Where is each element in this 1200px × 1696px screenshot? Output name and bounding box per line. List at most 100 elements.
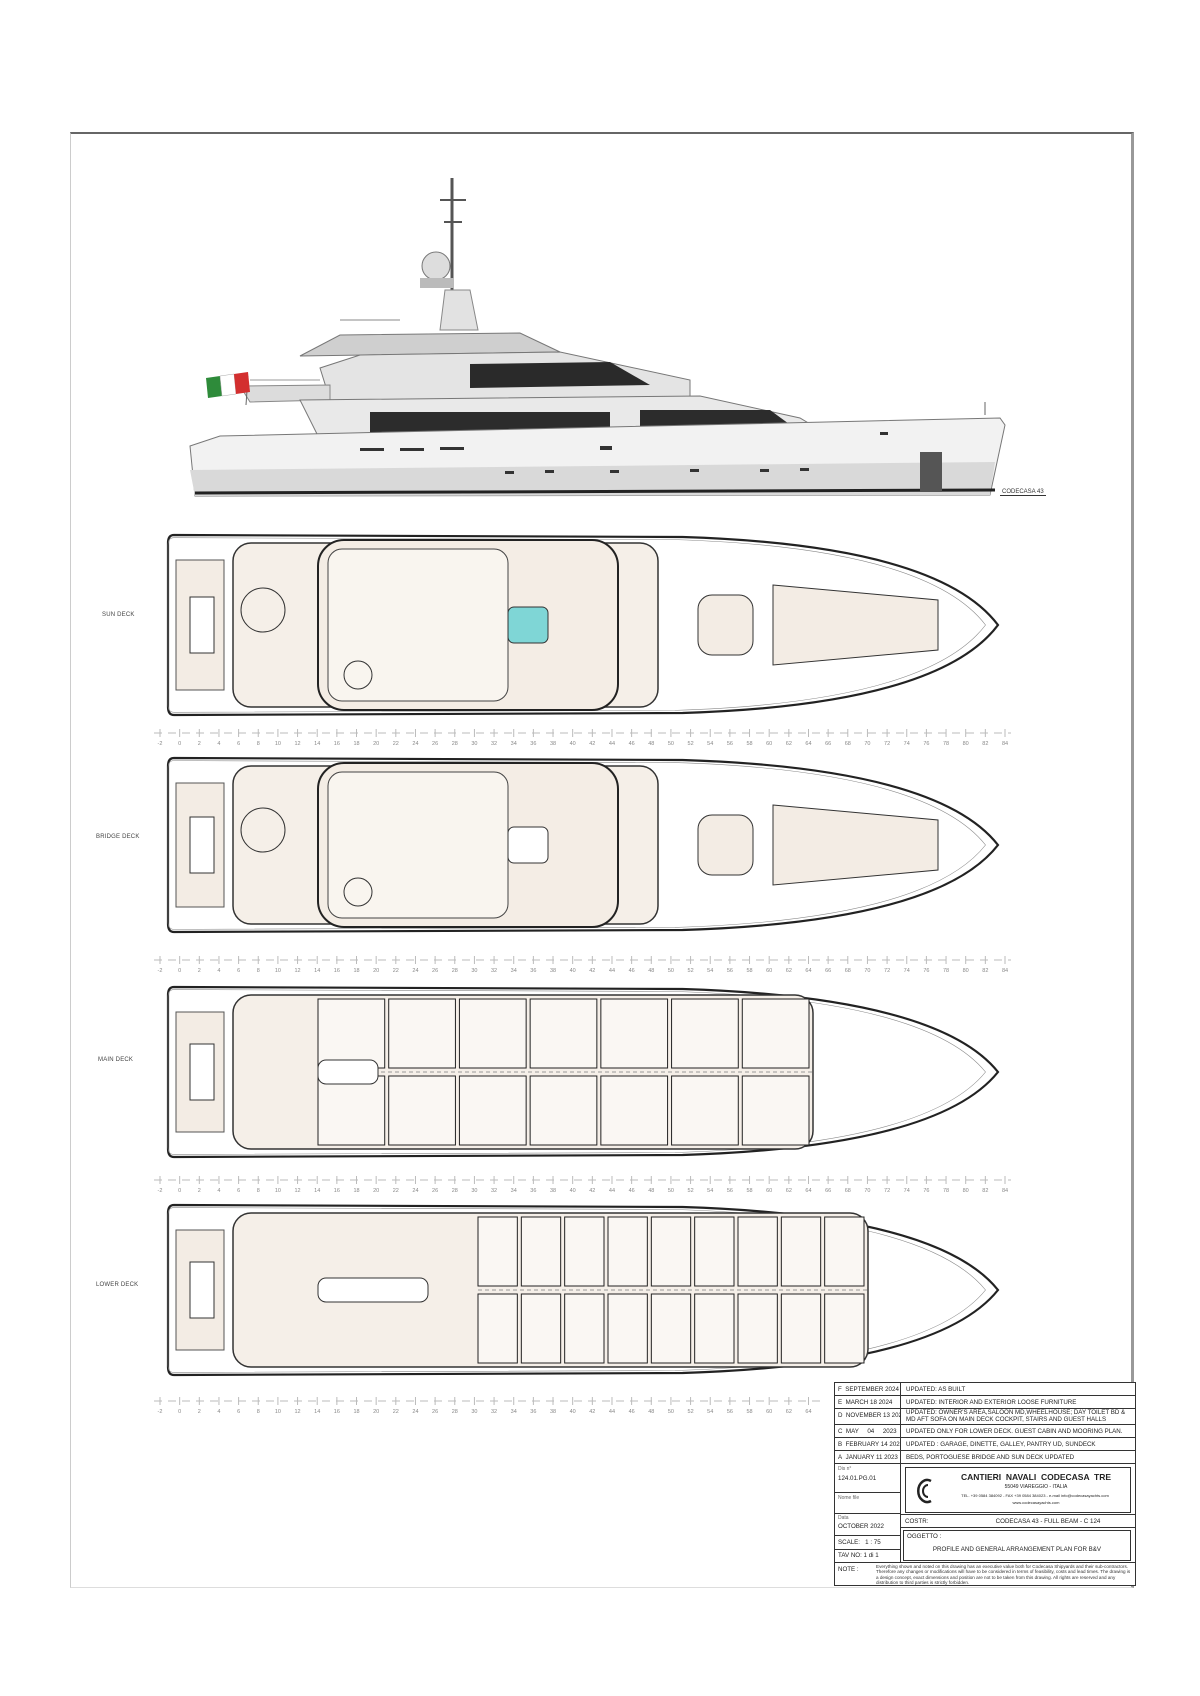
frame-tick-label: 68 [845, 741, 851, 747]
lower-deck-plan [166, 1203, 1000, 1377]
note-row: NOTE : Everything shown and noted on thi… [835, 1562, 1135, 1586]
boot-top [194, 488, 996, 495]
bridge-deck-plan [166, 756, 1000, 934]
radar-dome [421, 251, 451, 281]
frame-tick-label: 76 [923, 741, 929, 747]
revision-date-value: JANUARY 11 2023 [845, 1454, 898, 1461]
drawing-date: Data OCTOBER 2022 [835, 1514, 901, 1536]
frame-tick-label: 78 [943, 741, 949, 747]
frame-tick-label: 34 [511, 1409, 517, 1415]
cabin [520, 1293, 562, 1364]
frame-tick-label: 64 [805, 1188, 811, 1194]
drawing-number-value: 124.01.PG.01 [838, 1475, 877, 1482]
frame-tick-label: 62 [786, 1409, 792, 1415]
drawing-scale: SCALE: 1 : 75 [835, 1536, 901, 1550]
frame-tick-label: 56 [727, 968, 733, 974]
frame-tick-label: 62 [786, 968, 792, 974]
frame-tick-label: 30 [471, 1409, 477, 1415]
drawing-number-label: Dis n° [838, 1466, 852, 1472]
frame-tick-label: 58 [746, 1188, 752, 1194]
frame-tick-label: 0 [178, 1188, 181, 1194]
frame-tick-label: 84 [1002, 1188, 1008, 1194]
frame-tick-label: 0 [178, 1409, 181, 1415]
revision-date-value: MAY 04 2023 [845, 1428, 897, 1435]
frame-tick-label: 62 [786, 741, 792, 747]
flag-stripe [219, 373, 237, 397]
frame-tick-label: 26 [432, 1409, 438, 1415]
frame-tick-label: 64 [805, 741, 811, 747]
cabin [824, 1293, 865, 1364]
frame-tick-label: 6 [237, 968, 240, 974]
cabin [317, 1075, 386, 1146]
frame-tick-label: 60 [766, 741, 772, 747]
cabin [458, 998, 527, 1069]
cabin [694, 1293, 735, 1364]
frame-tick-label: 4 [217, 1188, 220, 1194]
cabin [477, 1216, 518, 1287]
frame-tick-label: 60 [766, 1188, 772, 1194]
revision-date: C MAY 04 2023 [835, 1425, 901, 1437]
frame-tick-label: 44 [609, 1188, 615, 1194]
codecasa-logo-icon [917, 1478, 932, 1504]
frame-tick-label: 84 [1002, 741, 1008, 747]
frame-tick-label: 8 [257, 741, 260, 747]
flag-stripe [234, 372, 250, 394]
cabin [388, 998, 456, 1069]
frame-tick-label: 32 [491, 741, 497, 747]
frame-tick-label: 60 [766, 968, 772, 974]
frame-tick-label: 12 [294, 1409, 300, 1415]
revision-date: E MARCH 18 2024 [835, 1396, 901, 1408]
frame-tick-label: 48 [648, 1188, 654, 1194]
revision-letter: B [838, 1441, 843, 1448]
cabin [737, 1216, 778, 1287]
frame-tick-label: 14 [314, 1188, 320, 1194]
revision-letter: A [838, 1454, 843, 1461]
frame-tick-label: 40 [570, 968, 576, 974]
frame-tick-label: 18 [353, 1188, 359, 1194]
frame-tick-label: 42 [589, 741, 595, 747]
frame-tick-label: 58 [746, 968, 752, 974]
frame-tick-label: 22 [393, 741, 399, 747]
cabin [650, 1293, 692, 1364]
frame-tick-label: -2 [158, 968, 163, 974]
company-name: CANTIERI NAVALI CODECASA TRE [960, 1472, 1111, 1482]
bridge-window [470, 362, 650, 388]
frame-tick-label: 20 [373, 741, 379, 747]
frame-tick-label: 72 [884, 741, 890, 747]
cabin [650, 1216, 692, 1287]
frame-tick-label: 38 [550, 741, 556, 747]
frame-tick-label: 2 [198, 741, 201, 747]
frame-tick-label: 46 [629, 1188, 635, 1194]
frame-tick-label: 10 [275, 1188, 281, 1194]
revision-date: F SEPTEMBER 2024 [835, 1383, 901, 1395]
frame-tick-label: 32 [491, 1188, 497, 1194]
company-contacts: TEL. +39 0584 384092 - FAX +39 0584 3840… [961, 1493, 1109, 1498]
oggetto-label: OGGETTO : [907, 1533, 942, 1540]
frame-tick-label: 16 [334, 1188, 340, 1194]
frame-tick-label: 58 [746, 741, 752, 747]
frame-tick-label: 4 [217, 741, 220, 747]
frame-tick-label: 48 [648, 1409, 654, 1415]
revision-letter: E [838, 1399, 843, 1406]
frame-tick-label: 64 [805, 968, 811, 974]
frame-tick-label: 24 [412, 741, 418, 747]
frame-tick-label: 80 [963, 1188, 969, 1194]
frame-tick-label: 60 [766, 1409, 772, 1415]
frame-tick-label: 20 [373, 1409, 379, 1415]
frame-tick-label: 12 [294, 741, 300, 747]
frame-tick-label: 8 [257, 1409, 260, 1415]
frame-tick-label: 34 [511, 741, 517, 747]
company-block: CANTIERI NAVALI CODECASA TRE 55049 VIARE… [905, 1467, 1131, 1513]
frame-tick-label: 56 [727, 741, 733, 747]
frame-tick-label: 52 [688, 968, 694, 974]
frame-tick-label: 6 [237, 1409, 240, 1415]
note-text: Everything shown and noted on this drawi… [876, 1564, 1131, 1586]
frame-tick-label: 82 [982, 741, 988, 747]
frame-tick-label: 18 [353, 741, 359, 747]
frame-tick-label: 34 [511, 968, 517, 974]
frame-tick-label: 16 [334, 968, 340, 974]
revision-description: UPDATED: INTERIOR AND EXTERIOR LOOSE FUR… [906, 1399, 1077, 1406]
